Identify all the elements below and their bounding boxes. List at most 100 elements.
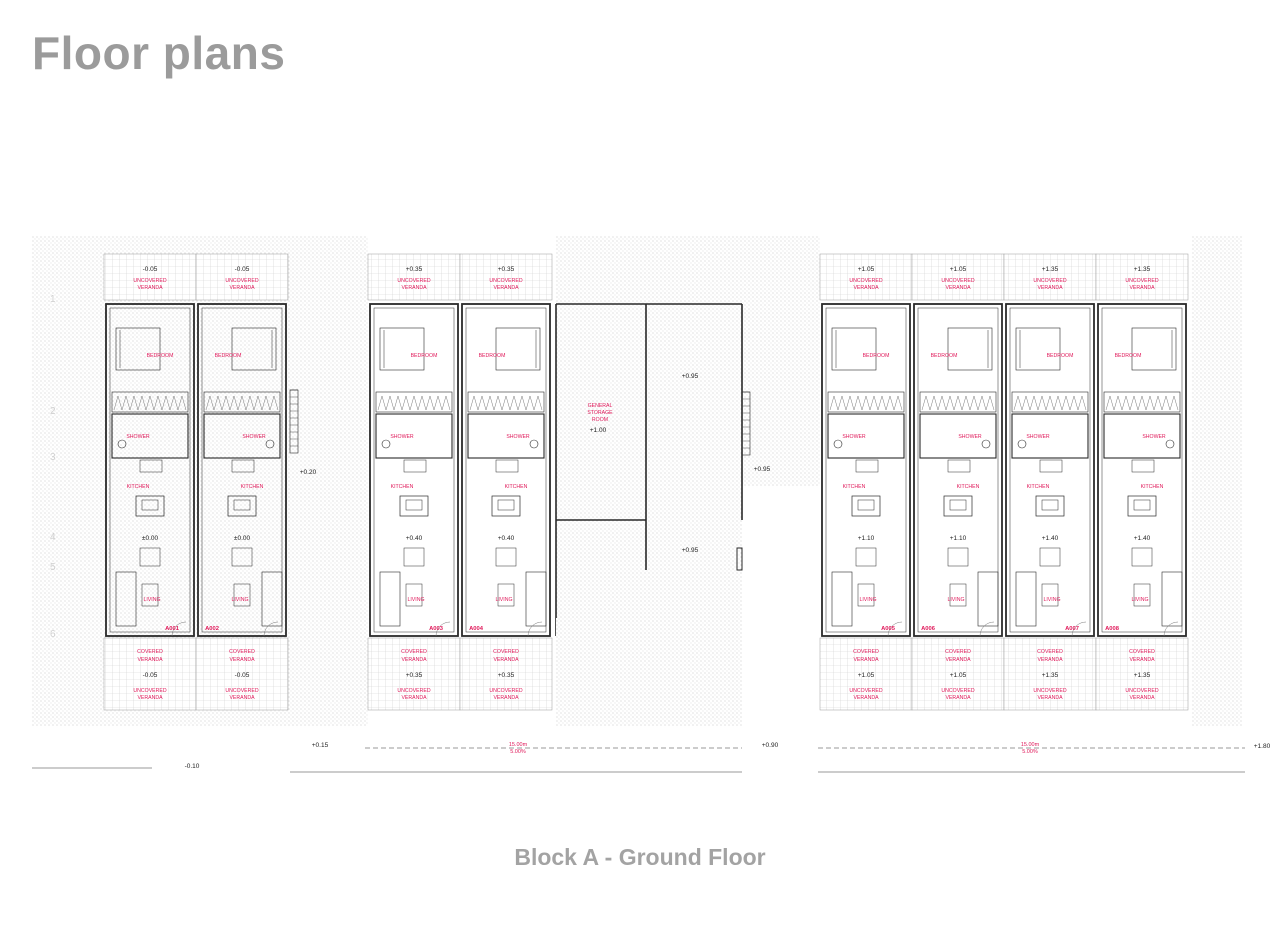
kitchen-counter — [947, 459, 971, 473]
living-label: LIVING — [495, 597, 512, 603]
sink — [233, 499, 251, 511]
covered-veranda-label: VERANDA — [137, 657, 163, 663]
unit-number: A001 — [165, 626, 180, 632]
floor-level: +0.40 — [406, 535, 423, 542]
unit-wall — [461, 303, 551, 637]
kitchen-island — [851, 495, 881, 517]
kitchen-label: KITCHEN — [505, 484, 528, 490]
floor-level: +0.40 — [498, 535, 515, 542]
unit-number: A008 — [1105, 626, 1120, 632]
veranda-bottom — [911, 637, 1005, 711]
veranda-level-bottom: +1.35 — [1134, 672, 1151, 679]
uncovered-veranda-top — [103, 253, 197, 301]
grid-axis-number: 3 — [50, 452, 56, 463]
grid-axis-number: 6 — [50, 629, 56, 640]
coffee-table — [949, 583, 967, 607]
wardrobe — [1103, 391, 1181, 413]
unit-inner-wall — [1101, 307, 1183, 633]
drawing-caption: Block A - Ground Floor — [514, 844, 766, 870]
unit-inner-wall — [825, 307, 907, 633]
living-label: LIVING — [231, 597, 248, 603]
armchair — [1039, 547, 1061, 567]
kitchen-label: KITCHEN — [127, 484, 150, 490]
toilet — [1165, 439, 1175, 449]
uncovered-veranda-top — [1095, 253, 1189, 301]
coffee-table — [1133, 583, 1151, 607]
bed — [115, 327, 161, 371]
storage-level: +1.00 — [590, 427, 607, 434]
uncovered-veranda-label: VERANDA — [137, 695, 163, 701]
floor-level: ±0.00 — [234, 535, 251, 542]
kitchen-island — [399, 495, 429, 517]
uncovered-veranda-label: UNCOVERED — [225, 688, 258, 694]
unit-A007 — [1003, 253, 1097, 711]
veranda-level-bottom: -0.05 — [235, 672, 250, 679]
door-swing — [979, 621, 995, 637]
covered-veranda-label: VERANDA — [1129, 657, 1155, 663]
dimension-slope: 5.00% — [510, 749, 526, 755]
uncovered-veranda-label: VERANDA — [493, 285, 519, 291]
living-label: LIVING — [1131, 597, 1148, 603]
kitchen-island — [943, 495, 973, 517]
sofa — [115, 571, 137, 627]
uncovered-veranda-top — [819, 253, 913, 301]
stair-2 — [741, 391, 751, 456]
uncovered-veranda-label: UNCOVERED — [489, 688, 522, 694]
kitchen-island — [1035, 495, 1065, 517]
court-level-lower: +0.95 — [682, 547, 699, 554]
uncovered-veranda-label: VERANDA — [945, 285, 971, 291]
wardrobe-hangers — [205, 395, 279, 411]
wardrobe-hangers — [469, 395, 543, 411]
door-swing — [527, 621, 543, 637]
unit-inner-wall — [1009, 307, 1091, 633]
unit-number: A007 — [1065, 626, 1079, 632]
living-label: LIVING — [143, 597, 160, 603]
kitchen-island — [135, 495, 165, 517]
unit-inner-wall — [917, 307, 999, 633]
kitchen-counter — [855, 459, 879, 473]
toilet — [529, 439, 539, 449]
kitchen-counter — [403, 459, 427, 473]
armchair — [139, 547, 161, 567]
door-swing — [1163, 621, 1179, 637]
ground-level-1: +0.15 — [312, 742, 329, 749]
bedroom-label: BEDROOM — [411, 353, 438, 359]
sink — [497, 499, 515, 511]
dimension-length: 15.00m — [1021, 742, 1040, 748]
uncovered-veranda-label: UNCOVERED — [849, 278, 882, 284]
unit-wall — [105, 303, 195, 637]
kitchen-counter — [1039, 459, 1063, 473]
veranda-bottom — [367, 637, 461, 711]
dimension-length: 15.00m — [509, 742, 528, 748]
uncovered-veranda-label: VERANDA — [1129, 695, 1155, 701]
uncovered-veranda-label: VERANDA — [229, 285, 255, 291]
covered-veranda-label: COVERED — [401, 649, 427, 655]
sink — [405, 499, 423, 511]
stair-outline — [289, 389, 299, 454]
door-swing — [171, 621, 187, 637]
wardrobe-hangers — [1013, 395, 1087, 411]
uncovered-veranda-label: UNCOVERED — [397, 278, 430, 284]
armchair — [231, 547, 253, 567]
coffee-table — [1041, 583, 1059, 607]
shower-label: SHOWER — [1026, 434, 1050, 440]
kitchen-island — [491, 495, 521, 517]
bathroom — [375, 413, 453, 459]
wardrobe — [827, 391, 905, 413]
ground-level-3: +1.80 — [1254, 743, 1271, 750]
unit-inner-wall — [201, 307, 283, 633]
bedroom-label: BEDROOM — [479, 353, 506, 359]
kitchen-counter — [231, 459, 255, 473]
unit-inner-wall — [373, 307, 455, 633]
kitchen-label: KITCHEN — [1027, 484, 1050, 490]
toilet — [981, 439, 991, 449]
covered-veranda-label: COVERED — [1037, 649, 1063, 655]
unit-A005 — [819, 253, 913, 711]
coffee-table — [497, 583, 515, 607]
kitchen-counter — [139, 459, 163, 473]
veranda-level-bottom: +1.35 — [1042, 672, 1059, 679]
unit-wall — [821, 303, 911, 637]
kitchen-island — [1127, 495, 1157, 517]
wardrobe — [467, 391, 545, 413]
